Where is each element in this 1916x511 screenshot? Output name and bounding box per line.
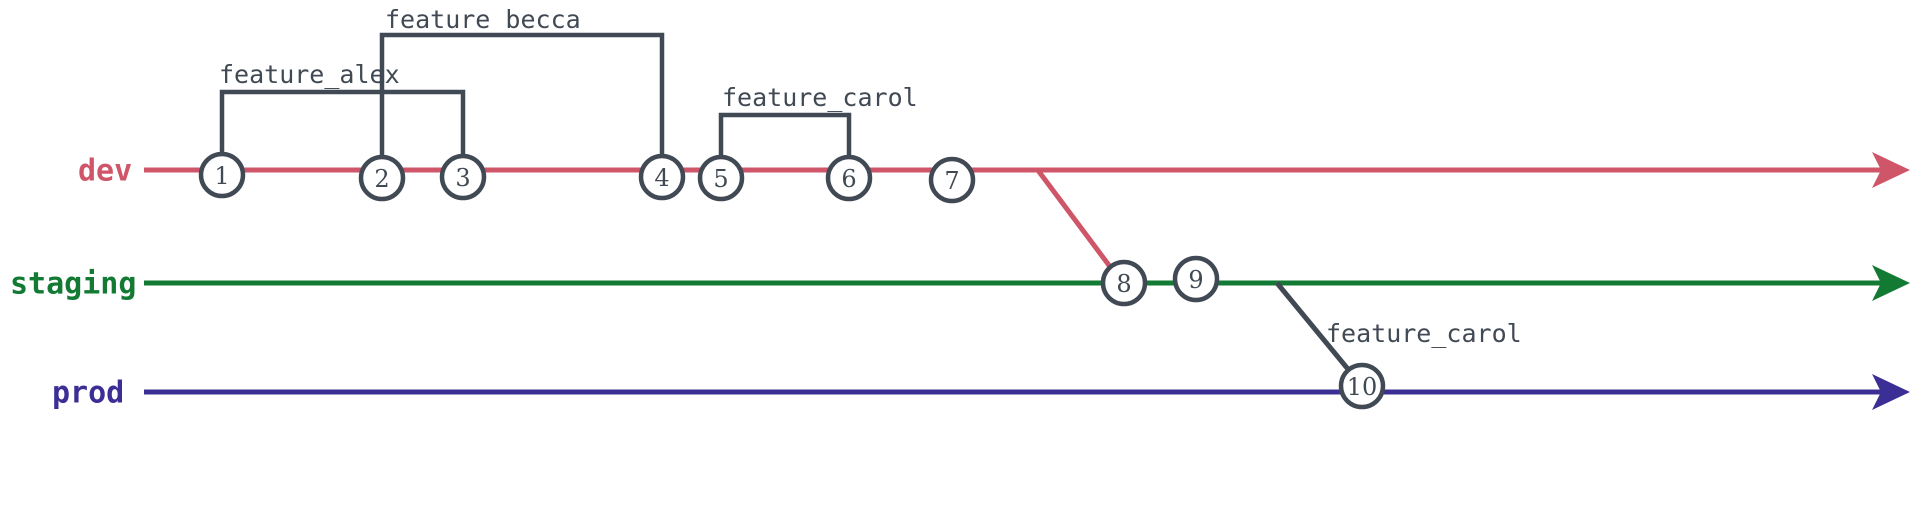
commit-circle-6[interactable] (825, 154, 873, 202)
feature-bracket-becca (379, 32, 665, 178)
commit-node-4[interactable]: 4 (638, 153, 686, 201)
feature-bracket-carol-dev (718, 112, 852, 178)
commit-label-9: 9 (1188, 266, 1203, 294)
merge-link-dev-to-staging (1034, 167, 1117, 274)
commit-label-8: 8 (1116, 270, 1131, 298)
commit-circle-7[interactable] (928, 156, 976, 204)
feature-labels: feature_alex feature_becca feature_carol… (219, 5, 1522, 348)
commit-label-4: 4 (654, 164, 669, 192)
feature-label-carol-prod: feature_carol (1326, 319, 1522, 348)
merge-link-staging-to-prod (1275, 281, 1354, 376)
commit-circle-1[interactable] (198, 151, 246, 199)
commit-node-9[interactable]: 9 (1172, 255, 1220, 303)
commit-label-6: 6 (841, 165, 856, 193)
commit-label-5: 5 (713, 165, 728, 193)
commit-label-7: 7 (944, 167, 959, 195)
branch-lines (144, 152, 1910, 410)
commit-label-2: 2 (374, 165, 389, 193)
feature-label-becca: feature_becca (385, 5, 581, 34)
merge-links (1034, 167, 1354, 376)
commit-node-2[interactable]: 2 (358, 154, 406, 202)
branch-label-dev: dev (78, 154, 132, 189)
feature-label-carol-dev: feature_carol (722, 83, 918, 112)
commit-circle-10[interactable] (1338, 362, 1386, 410)
commit-circle-2[interactable] (358, 154, 406, 202)
commit-label-10: 10 (1347, 373, 1378, 401)
commit-node-8[interactable]: 8 (1100, 259, 1148, 307)
commit-circle-3[interactable] (439, 153, 487, 201)
branch-labels: dev staging prod (10, 154, 136, 411)
commit-node-1[interactable]: 1 (198, 151, 246, 199)
commit-node-10[interactable]: 10 (1338, 362, 1386, 410)
feature-label-alex: feature_alex (219, 60, 400, 89)
branch-label-staging: staging (10, 267, 136, 302)
commit-circle-8[interactable] (1100, 259, 1148, 307)
feature-bracket-alex (219, 89, 466, 177)
commit-label-1: 1 (214, 162, 229, 190)
commit-circle-4[interactable] (638, 153, 686, 201)
commit-circle-5[interactable] (697, 154, 745, 202)
commit-circle-9[interactable] (1172, 255, 1220, 303)
commit-node-6[interactable]: 6 (825, 154, 873, 202)
commit-node-7[interactable]: 7 (928, 156, 976, 204)
feature-brackets (219, 32, 852, 178)
commit-label-3: 3 (455, 164, 470, 192)
branch-label-prod: prod (52, 376, 124, 411)
commit-node-3[interactable]: 3 (439, 153, 487, 201)
commit-nodes: 1 2 3 4 5 6 7 8 9 10 (198, 151, 1386, 410)
commit-node-5[interactable]: 5 (697, 154, 745, 202)
